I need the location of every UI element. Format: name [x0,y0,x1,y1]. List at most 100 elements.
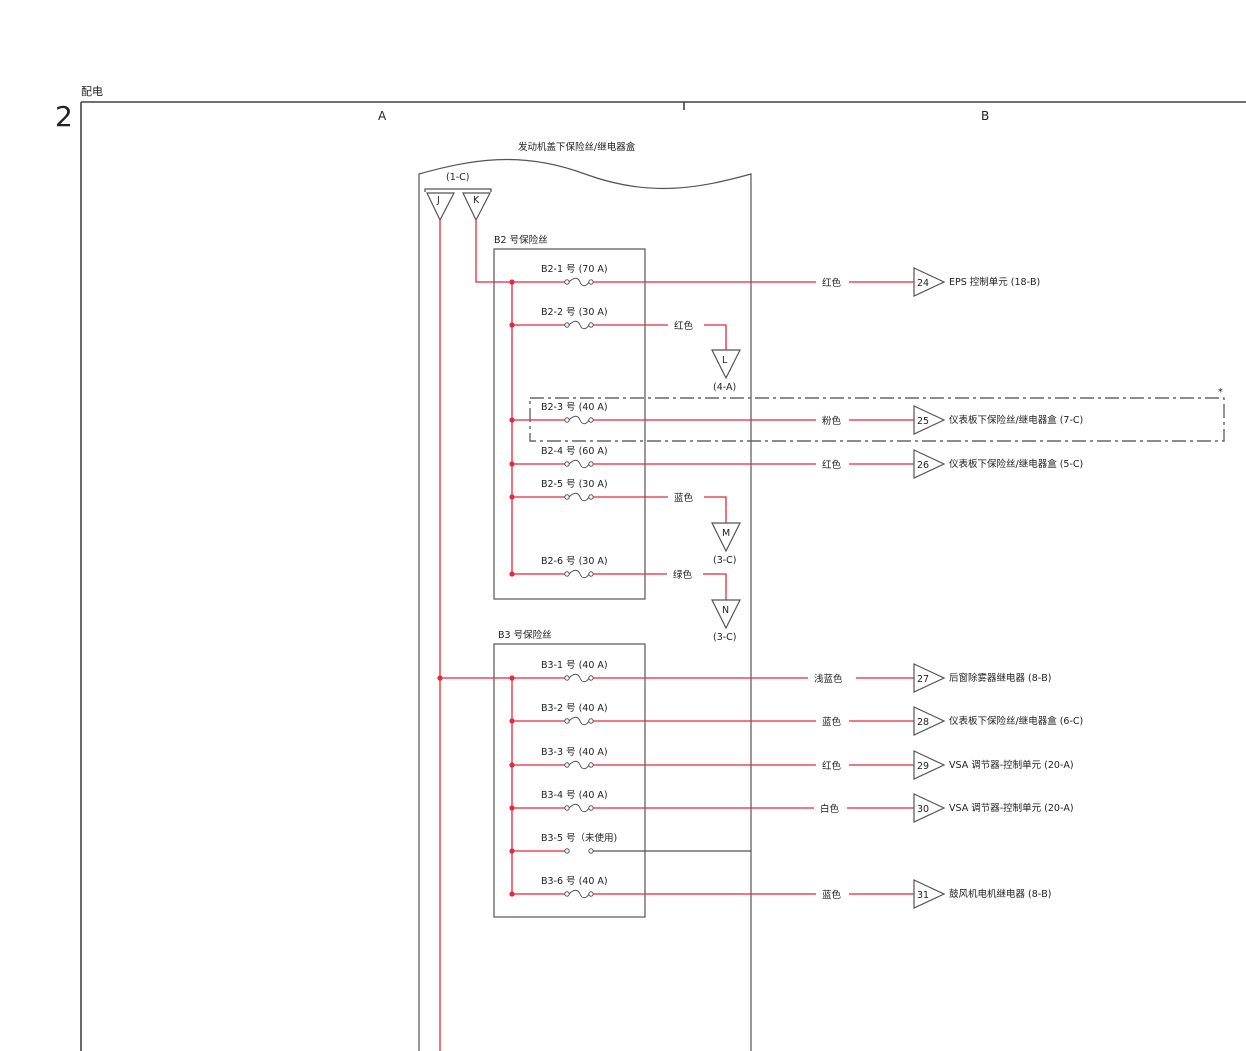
fuse-2-wire-down [704,324,727,350]
fuse-8-label: B3-2 号 (40 A) [541,703,608,714]
fuse-3-wire-color: 粉色 [822,415,842,427]
input-terminal-k [462,192,491,222]
fuse-2-connector [711,349,741,380]
fuse-12-terminal-in [564,891,570,897]
fuse-3-pin-connector [913,405,946,435]
fuse-6-wire-down [703,573,727,600]
fuse-7-pin-number: 27 [917,674,929,685]
fuse-1-wire-color: 红色 [822,277,842,289]
fuse-1-pin-number: 24 [917,278,929,289]
section-title: 配电 [81,85,103,98]
fuse-8-pin-number: 28 [917,717,929,728]
fuse-2-wire-color: 红色 [674,320,694,332]
fuse-9-pin-connector [913,750,946,780]
fuse-6-wire-color: 绿色 [673,569,693,581]
supply-wire-k [475,220,513,283]
fuse-7-element [568,673,590,683]
fuse-12-label: B3-6 号 (40 A) [541,876,608,887]
fuse-12-pin-number: 31 [917,890,929,901]
fuse-7-target-label: 后窗除雾器继电器 (8-B) [949,672,1051,684]
fuse-9-pin-number: 29 [917,761,929,772]
fuse-10-terminal-out [588,805,594,811]
fuse-12-target-label: 鼓风机电机继电器 (8-B) [949,888,1051,900]
fuse-6-connector-label: N [722,605,729,616]
fuse-4-terminal-in [564,461,570,467]
column-label-b: B [981,109,989,123]
relay-box-outline [418,158,752,1051]
fuse-8-target-label: 仪表板下保险丝/继电器盒 (6-C) [949,715,1083,727]
fuse-7-wire-color: 浅蓝色 [814,673,843,685]
input-terminal-j-label: J [436,195,440,206]
fuse-9-target-label: VSA 调节器-控制单元 (20-A) [949,759,1074,771]
fuse-6-terminal-out [588,571,594,577]
fuse-2-element [568,320,590,330]
fuse-8-pin-connector [913,706,946,736]
fuse-2-terminal-in [564,322,570,328]
fuse-2-connector-label: L [722,355,728,366]
fuse-3-target-label: 仪表板下保险丝/继电器盒 (7-C) [949,414,1083,426]
fuse-9-terminal-out [588,762,594,768]
fuse-6-terminal-in [564,571,570,577]
fuse-2-connector-ref: (4-A) [713,382,736,393]
page-number: 2 [55,100,73,133]
fuse-11-terminal-in [564,848,570,854]
fuse-7-terminal-in [564,675,570,681]
optional-circuit-note: * [1218,387,1223,398]
fuse-2-label: B2-2 号 (30 A) [541,307,608,318]
input-terminal-j [426,192,455,222]
relay-box-title: 发动机盖下保险丝/继电器盒 [518,141,636,153]
fuse-9-terminal-in [564,762,570,768]
fuse-1-label: B2-1 号 (70 A) [541,264,608,275]
fuse-7-label: B3-1 号 (40 A) [541,660,608,671]
fuse-6-element [568,569,590,579]
fuse-4-pin-connector [913,449,946,479]
fuse-group-b3-title: B3 号保险丝 [498,629,552,641]
fuse-10-pin-number: 30 [917,804,929,815]
fuse-10-wire-color: 白色 [820,803,840,815]
fuse-5-connector [711,522,741,553]
fuse-5-element [568,492,590,502]
fuse-12-terminal-out [588,891,594,897]
fuse-8-terminal-out [588,718,594,724]
fuse-9-element [568,760,590,770]
fuse-1-terminal-out [588,279,594,285]
fuse-6-label: B2-6 号 (30 A) [541,556,608,567]
fuse-12-wire-color: 蓝色 [822,889,842,901]
fuse-4-label: B2-4 号 (60 A) [541,446,608,457]
fuse-9-wire-color: 红色 [822,760,842,772]
fuse-1-terminal-in [564,279,570,285]
fuse-5-connector-label: M [722,528,730,539]
fuse-5-connector-ref: (3-C) [713,555,737,566]
input-terminal-k-label: K [473,195,480,206]
fuse-5-terminal-out [588,494,594,500]
fuse-7-terminal-out [588,675,594,681]
fuse-4-pin-number: 26 [917,460,929,471]
fuse-12-pin-connector [913,879,946,909]
fuse-6-connector [711,599,741,630]
fuse-8-terminal-in [564,718,570,724]
fuse-group-b3-box [493,643,646,918]
fuse-11-label: B3-5 号（未使用) [541,832,617,844]
b3-feed-junction [437,675,443,681]
fuse-12-element [568,889,590,899]
fuse-3-label: B2-3 号 (40 A) [541,402,608,413]
fuse-7-pin-connector [913,663,946,693]
fuse-3-terminal-in [564,417,570,423]
input-connector-bracket [424,188,492,192]
fuse-8-wire-color: 蓝色 [822,716,842,728]
fuse-5-wire-color: 蓝色 [674,492,694,504]
fuse-3-pin-number: 25 [917,416,929,427]
fuse-group-b2-title: B2 号保险丝 [494,234,548,246]
fuse-3-element [568,415,590,425]
input-connector-ref: (1-C) [446,172,470,183]
column-label-a: A [378,109,387,123]
fuse-9-label: B3-3 号 (40 A) [541,747,608,758]
fuse-10-label: B3-4 号 (40 A) [541,790,608,801]
fuse-10-pin-connector [913,793,946,823]
fuse-2-terminal-out [588,322,594,328]
fuse-4-target-label: 仪表板下保险丝/继电器盒 (5-C) [949,458,1083,470]
fuse-group-b2-box [493,248,646,600]
fuse-4-terminal-out [588,461,594,467]
